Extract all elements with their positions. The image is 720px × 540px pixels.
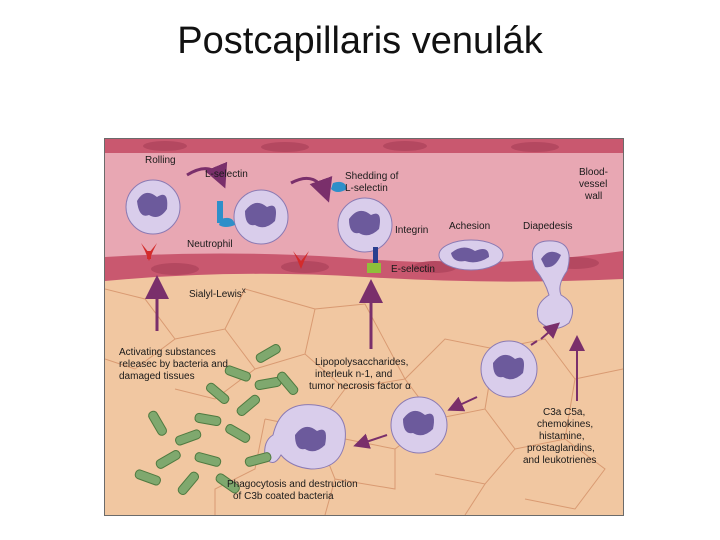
l-selectin-molecule	[217, 201, 235, 227]
label-integrin: Integrin	[395, 225, 428, 236]
label-activating-3: damaged tissues	[119, 371, 195, 382]
label-vessel-2: vessel	[579, 179, 607, 190]
label-e-selectin: E-selectin	[391, 264, 435, 275]
neutrophil-diapedesis	[531, 240, 574, 329]
rolling-arrow-1	[186, 161, 228, 189]
neutrophil-rolling-1	[125, 179, 181, 235]
diagram-svg: Rolling L-selectin Neutrophil Sialyl-Lew…	[105, 139, 623, 515]
label-diapedesis: Diapedesis	[523, 221, 572, 232]
neutrophil-adhesion	[438, 239, 504, 271]
migration-arrow-1-stub	[530, 340, 538, 346]
label-lps-1: Lipopolysaccharides,	[315, 357, 408, 368]
label-rolling: Rolling	[145, 155, 176, 166]
label-shedding-2: L-selectin	[345, 183, 388, 194]
sialyl-lewis-receptor-2	[293, 251, 309, 269]
label-shedding-1: Shedding of	[345, 171, 399, 182]
sialyl-lewis-receptor-1	[141, 243, 157, 261]
label-vessel-1: Blood-	[579, 167, 608, 178]
label-adhesion: Achesion	[449, 221, 490, 232]
neutrophil-phagocytosing	[264, 404, 346, 470]
migration-arrow-1	[447, 396, 478, 412]
label-c3a-4: prostaglandins,	[527, 443, 595, 454]
integrin-e-selectin-pair	[367, 247, 381, 273]
label-c3a-1: C3a C5a,	[543, 407, 585, 418]
label-lps-3: tumor necrosis factor α	[309, 381, 411, 392]
label-lps-2: interleuk n-1, and	[315, 369, 392, 380]
leukocyte-extravasation-figure: Rolling L-selectin Neutrophil Sialyl-Lew…	[104, 138, 624, 516]
bacteria-cluster	[134, 344, 299, 496]
label-activating-2: releasec by bacteria and	[119, 359, 228, 370]
label-vessel-3: wall	[584, 191, 602, 202]
migration-arrow-0	[540, 322, 561, 340]
migration-arrow-2	[353, 433, 388, 449]
label-activating-1: Activating substances	[119, 347, 216, 358]
label-phago-2: of C3b coated bacteria	[233, 491, 334, 502]
neutrophil-rolling-2	[233, 189, 289, 245]
vessel-wall-top	[105, 139, 623, 153]
neutrophil-shedding	[337, 197, 393, 253]
label-sialyl-lewis: Sialyl-Lewisx	[189, 286, 246, 300]
slide-title: Postcapillaris venulák	[177, 20, 543, 62]
label-phago-1: Phagocytosis and destruction	[227, 479, 358, 490]
label-neutrophil: Neutrophil	[187, 239, 233, 250]
label-c3a-5: and leukotrienes	[523, 455, 596, 466]
shed-l-selectin	[331, 181, 347, 192]
label-c3a-2: chemokines,	[537, 419, 593, 430]
neutrophil-migrating-2	[390, 396, 448, 454]
neutrophil-migrating-1	[480, 340, 538, 398]
label-c3a-3: histamine,	[539, 431, 585, 442]
label-l-selectin: L-selectin	[205, 169, 248, 180]
rolling-arrow-2	[290, 176, 333, 203]
